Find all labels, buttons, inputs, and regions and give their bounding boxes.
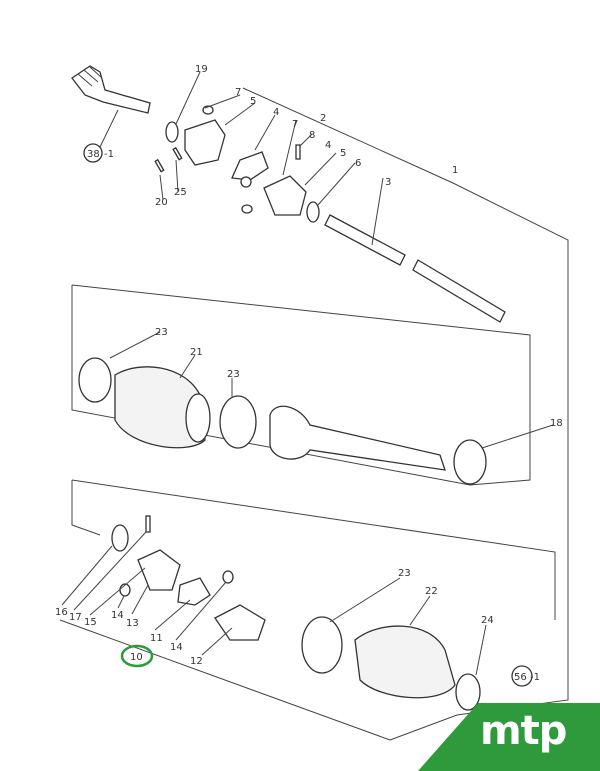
clamp-23b <box>219 395 257 449</box>
middle-assembly <box>78 331 554 485</box>
tube-3b <box>412 259 506 323</box>
mtp-logo-text: mtp <box>480 708 567 754</box>
label-4b: 4 <box>325 140 331 151</box>
circlip-6 <box>306 201 320 223</box>
ref-38-circle <box>83 143 103 163</box>
pin-25 <box>172 146 183 161</box>
pin-17 <box>145 515 151 533</box>
ref-38-number: 38 <box>87 149 100 160</box>
pin-8 <box>295 144 301 160</box>
label-4a: 4 <box>273 107 279 118</box>
label-10: 10 <box>130 652 143 663</box>
circlip-16 <box>111 524 129 552</box>
label-23c: 23 <box>398 568 411 579</box>
label-12: 12 <box>190 656 203 667</box>
bottom-assembly <box>61 515 533 711</box>
label-15: 15 <box>84 617 97 628</box>
label-13: 13 <box>126 618 139 629</box>
assembly-outlines <box>59 87 569 741</box>
label-16: 16 <box>55 607 68 618</box>
ref-56-number: 56 <box>514 672 527 683</box>
ref-38-suffix: -1 <box>104 149 114 160</box>
circlip-19 <box>165 121 179 143</box>
label-3: 3 <box>385 177 391 188</box>
cross-11 <box>177 577 211 606</box>
highlight-circle <box>120 644 154 668</box>
label-17: 17 <box>69 612 82 623</box>
label-7b: 7 <box>292 119 298 130</box>
label-14b: 14 <box>170 642 183 653</box>
clamp-23c <box>301 616 343 674</box>
label-8: 8 <box>309 130 315 141</box>
label-5a: 5 <box>250 96 256 107</box>
clamp-24 <box>455 673 481 711</box>
label-22: 22 <box>425 586 438 597</box>
spline-shaft <box>71 65 151 114</box>
driveshaft-18 <box>269 405 446 471</box>
boot-22 <box>354 625 456 699</box>
universal-joint-cross-4 <box>231 151 269 181</box>
label-20: 20 <box>155 197 168 208</box>
label-25: 25 <box>174 187 187 198</box>
label-1: 1 <box>452 165 458 176</box>
label-14a: 14 <box>111 610 124 621</box>
label-23b: 23 <box>227 369 240 380</box>
label-7a: 7 <box>235 87 241 98</box>
clamp-23a <box>78 357 112 403</box>
washer-14a <box>119 583 131 597</box>
yoke-15 <box>137 549 181 591</box>
label-21: 21 <box>190 347 203 358</box>
mtp-logo <box>418 703 600 771</box>
label-2: 2 <box>320 113 326 124</box>
label-23a: 23 <box>155 327 168 338</box>
tube-3a <box>324 214 406 266</box>
washer-14b <box>222 570 234 584</box>
label-6: 6 <box>355 158 361 169</box>
yoke-5b <box>263 175 307 216</box>
ref-56-suffix: -1 <box>530 672 540 683</box>
yoke-12 <box>214 604 266 641</box>
boot-21 <box>114 366 206 449</box>
part-labels: 1 2 3 4 5 5 6 7 7 8 4 19 20 25 38 -1 23 … <box>55 64 563 683</box>
label-19: 19 <box>195 64 208 75</box>
label-5b: 5 <box>340 148 346 159</box>
label-11: 11 <box>150 633 163 644</box>
ref-56-circle <box>511 665 533 687</box>
bearing-18 <box>453 439 487 485</box>
label-18: 18 <box>550 418 563 429</box>
label-24: 24 <box>481 615 494 626</box>
yoke-5a <box>184 119 226 166</box>
pin-20 <box>154 158 165 173</box>
top-assembly <box>71 65 506 323</box>
